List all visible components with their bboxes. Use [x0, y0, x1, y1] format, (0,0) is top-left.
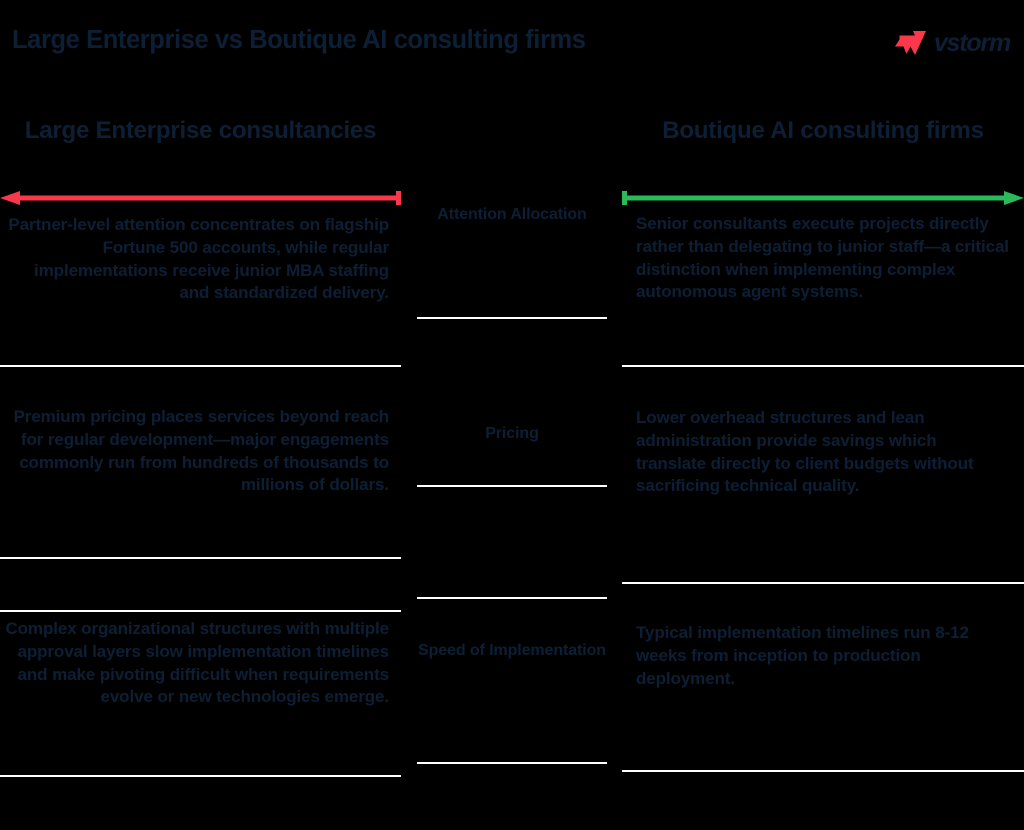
cell-left-pricing: Premium pricing places services beyond r…: [13, 407, 390, 495]
cell-left-speed-of-implementation: Complex organizational structures with m…: [5, 619, 389, 707]
divider-mid-1: [417, 317, 607, 319]
criterion-pricing: Pricing: [485, 425, 539, 442]
divider-mid-2: [417, 485, 607, 487]
comparison-table: Large Enterprise consultancies Partner-l…: [0, 110, 1024, 830]
cell-right-speed-of-implementation: Typical implementation timelines run 8-1…: [636, 623, 969, 688]
divider-mid-4: [417, 762, 607, 764]
vstorm-bolt-icon: [893, 28, 927, 58]
criterion-attention-allocation: Attention Allocation: [437, 206, 587, 223]
cell-left-attention-allocation: Partner-level attention concentrates on …: [8, 215, 389, 303]
column-large-enterprise: Large Enterprise consultancies Partner-l…: [0, 110, 401, 777]
divider-left-2: [0, 557, 401, 559]
divider-left-1: [0, 365, 401, 367]
cell-right-attention-allocation: Senior consultants execute projects dire…: [636, 214, 1009, 302]
arrow-left-wrapper: [0, 191, 401, 205]
divider-right-3: [622, 770, 1024, 772]
criterion-speed-of-implementation: Speed of Implementation: [418, 642, 606, 659]
column-heading-left: Large Enterprise consultancies: [24, 117, 377, 144]
arrow-right-wrapper: [622, 191, 1024, 205]
cell-right-pricing: Lower overhead structures and lean admin…: [636, 408, 974, 496]
brand-name: vstorm: [933, 28, 1011, 57]
divider-mid-3: [417, 597, 607, 599]
divider-right-1: [622, 365, 1024, 367]
divider-left-4: [0, 775, 401, 777]
divider-right-2: [622, 582, 1024, 584]
column-heading-right: Boutique AI consulting firms: [662, 117, 984, 144]
column-boutique-ai: Boutique AI consulting firms Senior cons…: [622, 110, 1024, 772]
page-title: Large Enterprise vs Boutique AI consulti…: [12, 26, 586, 54]
divider-left-3: [0, 610, 401, 612]
arrow-left-icon: [0, 191, 401, 205]
arrow-right-icon: [622, 191, 1024, 205]
brand-logo: vstorm: [893, 28, 1011, 58]
page-header: Large Enterprise vs Boutique AI consulti…: [0, 0, 1024, 80]
